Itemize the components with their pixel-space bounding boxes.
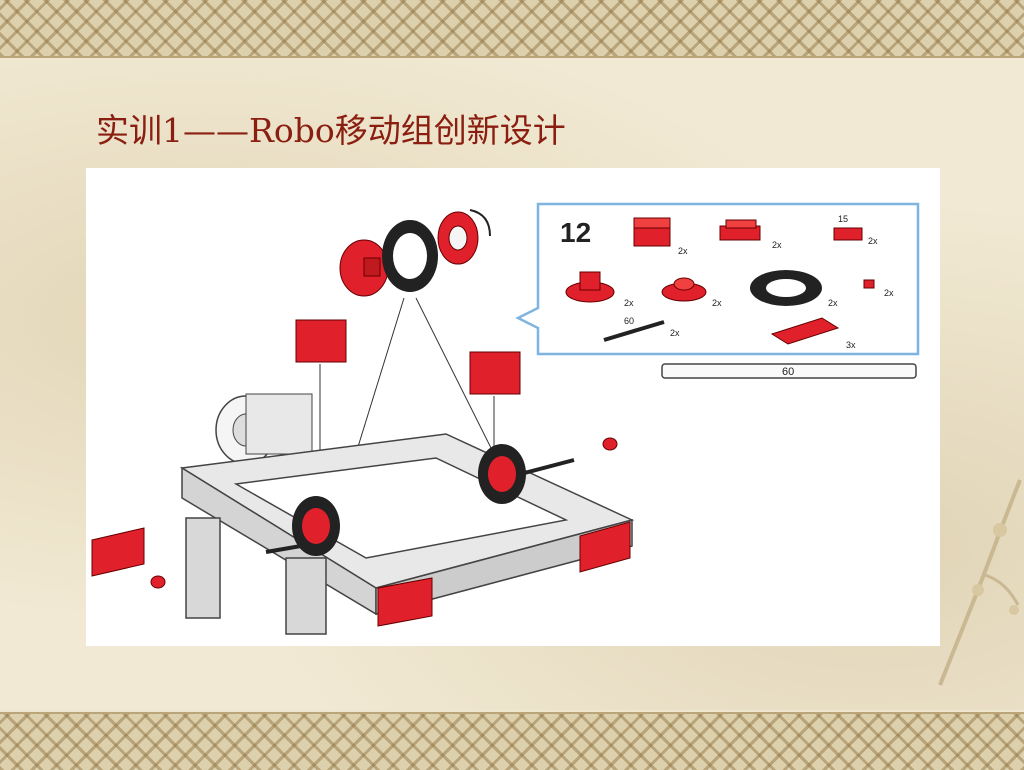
qty-label: 2x: [678, 246, 688, 256]
block-15-part: [833, 227, 863, 241]
qty-label: 2x: [670, 328, 680, 338]
strut-60-label: 60: [782, 366, 794, 378]
strut-60: 60: [661, 363, 917, 379]
hub-disc-exploded: [339, 239, 389, 297]
red-block-right: [469, 351, 521, 395]
part-15-label: 15: [838, 214, 848, 224]
axle-60-label: 60: [624, 316, 634, 326]
decorative-border-top: [0, 0, 1024, 58]
qty-label: 2x: [712, 298, 722, 308]
red-plate-corner-right: [579, 521, 631, 573]
small-nut-left: [150, 575, 166, 589]
hub-nut-exploded: [437, 211, 479, 265]
rotation-arrow-icon: [469, 209, 491, 237]
red-plate-corner-front: [377, 577, 433, 627]
building-plate-part: [770, 317, 840, 345]
hub-nut-part: [661, 277, 707, 302]
plum-branch-decoration: [938, 479, 1022, 686]
small-nut-part: [863, 279, 875, 289]
hub-part: [565, 271, 615, 303]
gear-mounted-right: [478, 444, 526, 504]
motor: [215, 393, 313, 465]
qty-label: 2x: [868, 236, 878, 246]
gear-mounted-left: [292, 496, 340, 556]
slide-title: 实训1——Robo移动组创新设计: [96, 111, 566, 150]
gear-exploded: [382, 220, 438, 292]
qty-label: 2x: [624, 298, 634, 308]
assembly-instruction-figure: 12 2x 2x 15 2x 2x: [86, 168, 940, 646]
qty-label: 3x: [846, 340, 856, 350]
flat-block-part: [719, 219, 761, 241]
building-block-part: [633, 217, 671, 247]
qty-label: 2x: [828, 298, 838, 308]
qty-label: 2x: [772, 240, 782, 250]
parts-callout: 12 2x 2x 15 2x 2x: [515, 202, 920, 356]
gear-part: [750, 270, 822, 306]
qty-label: 2x: [884, 288, 894, 298]
decorative-border-bottom: [0, 712, 1024, 770]
axle-60-part: [603, 320, 665, 342]
small-nut-right: [602, 437, 618, 451]
red-plate-left-exploded: [91, 527, 145, 577]
step-number: 12: [560, 217, 591, 248]
red-block-left: [295, 319, 347, 363]
